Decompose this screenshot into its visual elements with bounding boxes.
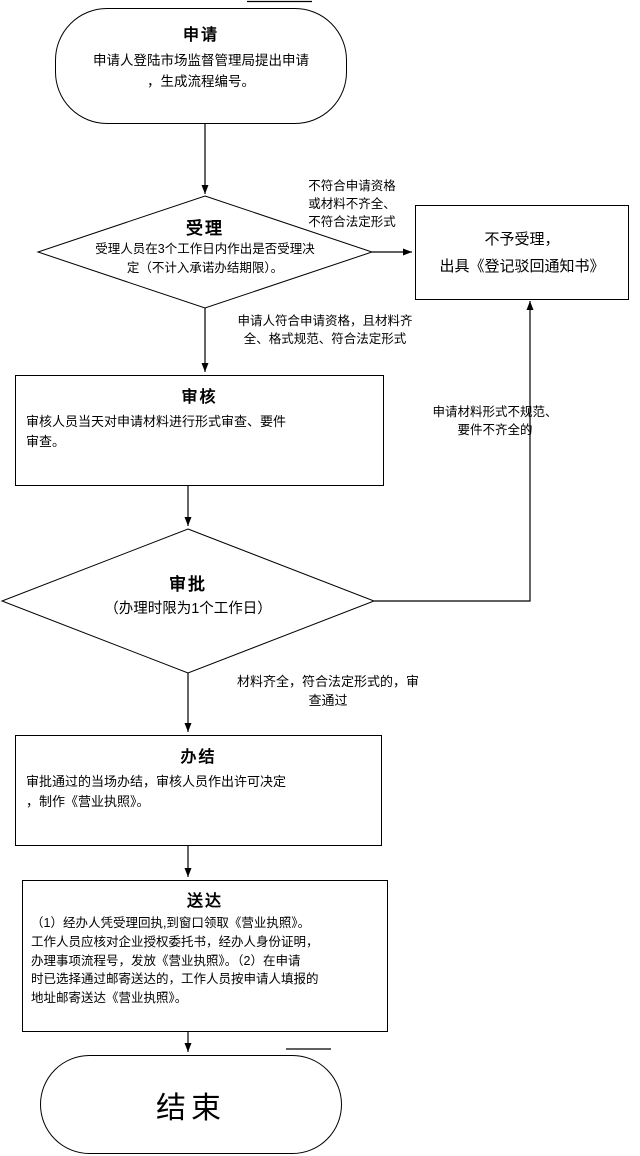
node-reject-text: 不予受理， 出具《登记驳回通知书》 <box>439 230 605 275</box>
node-review-title: 审核 <box>181 389 218 406</box>
node-review-text: 审核人员当天对申请材料进行形式审查、要件 审查。 <box>26 414 287 450</box>
node-approve-title: 审批 <box>169 575 207 594</box>
node-review: 审核 审核人员当天对申请材料进行形式审查、要件 审查。 <box>15 375 384 486</box>
node-deliver: 送达 （1）经办人凭受理回执,到窗口领取《营业执照》。 工作人员应核对企业授权委… <box>22 880 388 1032</box>
node-accept-title: 受理 <box>186 219 224 238</box>
node-reject: 不予受理， 出具《登记驳回通知书》 <box>415 205 629 300</box>
label-reject-condition: 不符合申请资格 或材料不齐全、 不符合法定形式 <box>308 179 396 230</box>
node-complete-title: 办结 <box>180 749 217 766</box>
node-start-title: 申请 <box>182 27 219 44</box>
node-end: 结束 <box>40 1055 342 1154</box>
node-accept-text: 受理人员在3个工作日内作出是否受理决 定（不计入承诺办结期限）。 <box>95 242 315 276</box>
node-start-text: 申请人登陆市场监督管理局提出申请 ，生成流程编号。 <box>93 53 309 89</box>
node-accept: 受理 受理人员在3个工作日内作出是否受理决 定（不计入承诺办结期限）。 <box>60 214 350 279</box>
node-start: 申请 申请人登陆市场监督管理局提出申请 ，生成流程编号。 <box>55 8 347 124</box>
label-accept-condition: 申请人符合申请资格，且材料齐 全、格式规范、符合法定形式 <box>237 314 413 347</box>
node-deliver-title: 送达 <box>186 893 223 910</box>
node-approve: 审批 （办理时限为1个工作日） <box>43 570 333 620</box>
edge-approve-to-reject <box>374 301 534 602</box>
label-approve-pass-condition: 材料齐全，符合法定形式的，审 查通过 <box>236 674 419 708</box>
node-complete-text: 审批通过的当场办结，审核人员作出许可决定 ，制作《营业执照》。 <box>26 774 287 810</box>
node-end-title: 结束 <box>156 1091 226 1125</box>
node-complete: 办结 审批通过的当场办结，审核人员作出许可决定 ，制作《营业执照》。 <box>15 735 382 846</box>
node-deliver-text: （1）经办人凭受理回执,到窗口领取《营业执照》。 工作人员应核对企业授权委托书，… <box>31 916 319 1005</box>
node-approve-subtitle: （办理时限为1个工作日） <box>104 601 272 617</box>
label-approve-reject-condition: 申请材料形式不规范、 要件不齐全的 <box>432 405 558 438</box>
